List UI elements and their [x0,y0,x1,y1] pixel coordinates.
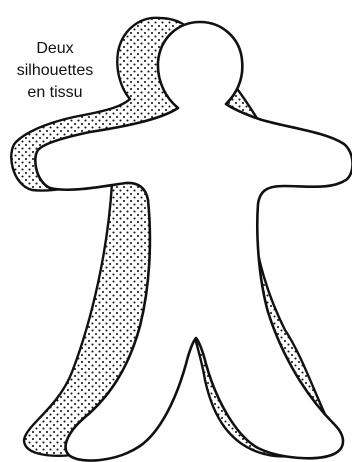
caption: Deux silhouettes en tissu [0,38,110,104]
caption-line-1: Deux [0,38,110,60]
caption-line-3: en tissu [0,82,110,104]
caption-line-2: silhouettes [0,60,110,82]
